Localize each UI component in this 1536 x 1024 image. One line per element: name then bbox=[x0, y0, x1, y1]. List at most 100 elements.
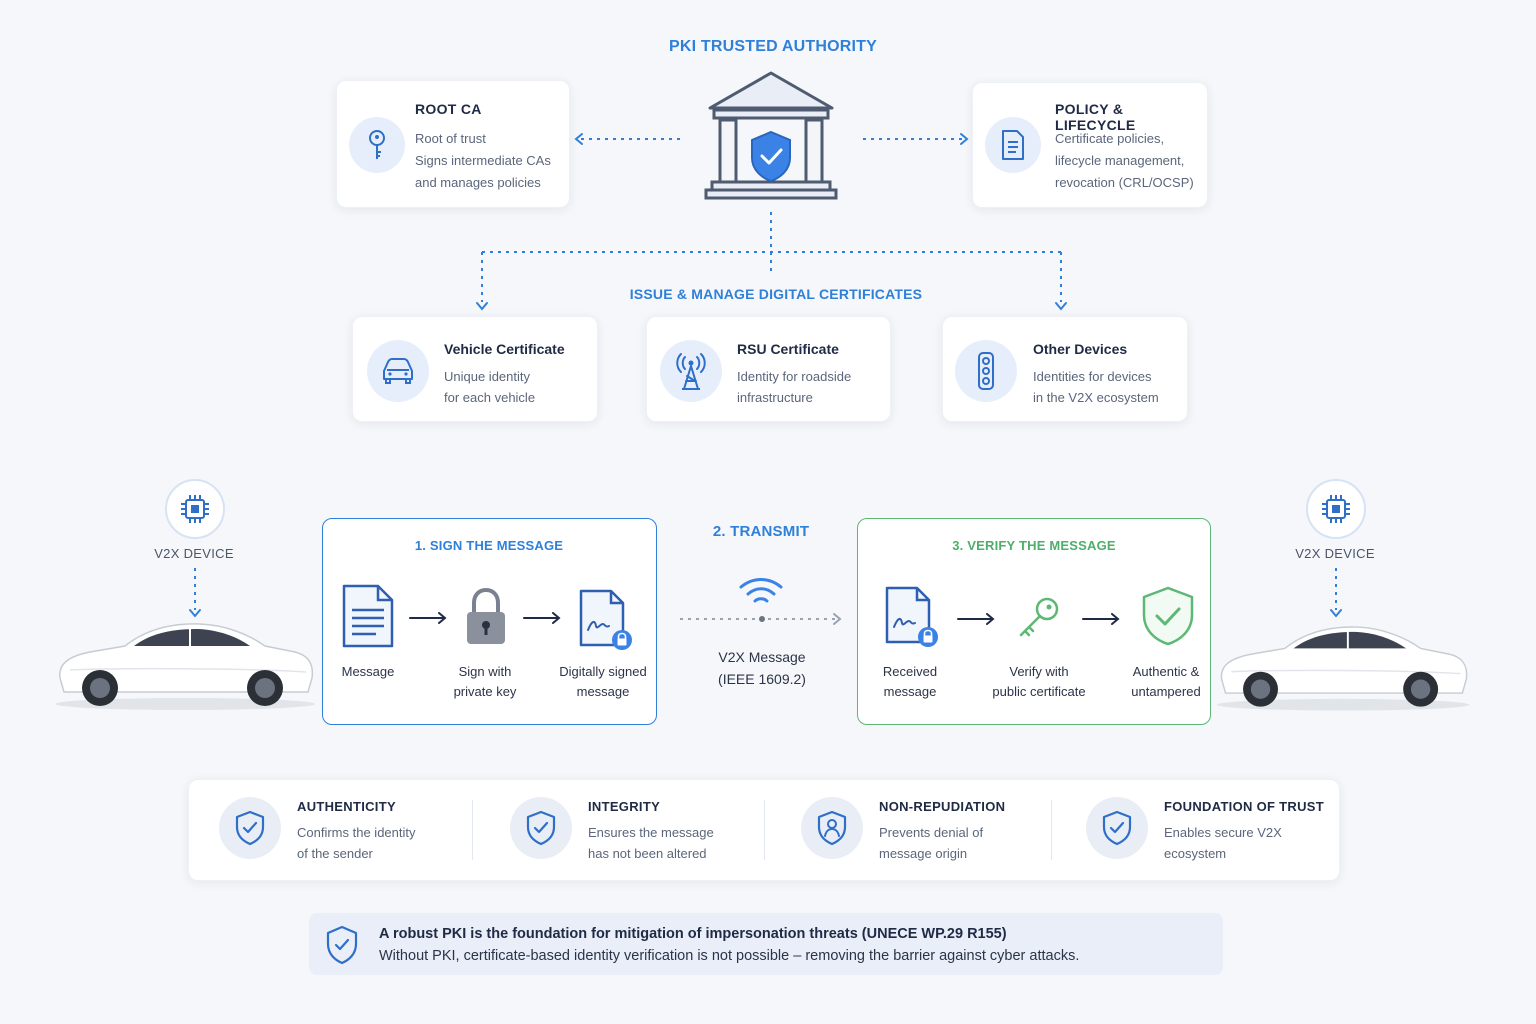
footer-subtext: Without PKI, certificate-based identity … bbox=[379, 948, 1080, 964]
benefit-line: Prevents denial of bbox=[879, 825, 984, 840]
vehicle-certificate-line: for each vehicle bbox=[444, 390, 536, 405]
message-document-icon bbox=[341, 583, 395, 654]
verify-step-line: Authentic & bbox=[1132, 664, 1200, 679]
other-devices-line: Identities for devices bbox=[1033, 369, 1152, 384]
sign-step-line: Sign with bbox=[458, 664, 512, 679]
traffic-light-icon bbox=[955, 340, 1017, 402]
benefit-desc: Ensures the message has not been altered bbox=[588, 822, 714, 864]
other-devices-line: in the V2X ecosystem bbox=[1033, 390, 1159, 405]
wifi-signal-icon bbox=[738, 576, 784, 615]
footer-note: A robust PKI is the foundation for mitig… bbox=[309, 913, 1223, 975]
antenna-tower-icon bbox=[660, 340, 722, 402]
shield-check-icon bbox=[510, 797, 572, 859]
arrow-right-icon bbox=[957, 612, 995, 630]
document-icon bbox=[985, 117, 1041, 173]
car-icon bbox=[367, 340, 429, 402]
root-ca-line: Signs intermediate CAs bbox=[415, 153, 551, 168]
benefit-line: ecosystem bbox=[1164, 846, 1227, 861]
transmit-line: V2X Message bbox=[718, 649, 806, 665]
verify-step-label: Authentic & untampered bbox=[1120, 662, 1212, 702]
policy-line: lifecycle management, bbox=[1055, 153, 1185, 168]
benefit-line: Enables secure V2X bbox=[1164, 825, 1282, 840]
rsu-certificate-line: Identity for roadside bbox=[737, 369, 852, 384]
arrow-right-icon bbox=[409, 611, 447, 629]
chip-icon bbox=[165, 479, 225, 539]
rsu-certificate-desc: Identity for roadside infrastructure bbox=[737, 366, 851, 408]
root-ca-card: ROOT CA Root of trust Signs intermediate… bbox=[336, 80, 570, 208]
key-icon bbox=[349, 117, 405, 173]
divider bbox=[1051, 800, 1052, 860]
root-ca-line: and manages policies bbox=[415, 175, 541, 190]
sign-step-line: private key bbox=[453, 684, 517, 699]
root-ca-title: ROOT CA bbox=[415, 101, 482, 117]
benefit-desc: Prevents denial of message origin bbox=[879, 822, 983, 864]
arrow-right-icon bbox=[1082, 612, 1120, 630]
divider bbox=[764, 800, 765, 860]
shield-check-icon bbox=[219, 797, 281, 859]
benefit-title: FOUNDATION OF TRUST bbox=[1164, 799, 1324, 814]
authority-connectors bbox=[476, 133, 1067, 311]
car-image bbox=[50, 608, 320, 718]
verified-shield-icon bbox=[1141, 585, 1195, 652]
sign-step-label: Digitally signed message bbox=[548, 662, 658, 702]
padlock-icon bbox=[465, 587, 507, 651]
verify-step-line: untampered bbox=[1131, 684, 1201, 699]
green-key-icon bbox=[1016, 595, 1062, 646]
benefit-title: AUTHENTICITY bbox=[297, 799, 396, 814]
benefit-title: NON-REPUDIATION bbox=[879, 799, 1006, 814]
transmit-arrow bbox=[680, 613, 842, 625]
sign-step-label: Message bbox=[333, 662, 403, 682]
car-image bbox=[1212, 610, 1474, 720]
received-document-icon bbox=[884, 585, 940, 654]
transmit-title: 2. TRANSMIT bbox=[712, 523, 810, 540]
policy-line: revocation (CRL/OCSP) bbox=[1055, 175, 1194, 190]
benefit-desc: Confirms the identity of the sender bbox=[297, 822, 416, 864]
policy-title: POLICY & LIFECYCLE bbox=[1055, 101, 1136, 133]
vehicle-certificate-title: Vehicle Certificate bbox=[444, 341, 565, 357]
bank-building-icon bbox=[704, 70, 838, 207]
sign-message-panel: 1. SIGN THE MESSAGE Message bbox=[322, 518, 657, 725]
rsu-certificate-card: RSU Certificate Identity for roadside in… bbox=[646, 316, 891, 422]
benefit-line: message origin bbox=[879, 846, 968, 861]
root-ca-line: Root of trust bbox=[415, 131, 486, 146]
policy-desc: Certificate policies, lifecycle manageme… bbox=[1055, 128, 1194, 194]
device-arrows bbox=[189, 568, 1342, 618]
authority-title: PKI TRUSTED AUTHORITY bbox=[668, 38, 878, 55]
verify-message-panel: 3. VERIFY THE MESSAGE Received message bbox=[857, 518, 1211, 725]
root-ca-desc: Root of trust Signs intermediate CAs and… bbox=[415, 128, 551, 194]
sign-step-label: Sign with private key bbox=[435, 662, 535, 702]
vehicle-certificate-card: Vehicle Certificate Unique identity for … bbox=[352, 316, 598, 422]
vehicle-certificate-line: Unique identity bbox=[444, 369, 530, 384]
verify-message-title: 3. VERIFY THE MESSAGE bbox=[952, 538, 1116, 553]
verify-step-label: Verify with public certificate bbox=[974, 662, 1104, 702]
left-device-label: V2X DEVICE bbox=[154, 546, 234, 561]
rsu-certificate-title: RSU Certificate bbox=[737, 341, 839, 357]
transmit-desc: V2X Message (IEEE 1609.2) bbox=[692, 646, 832, 690]
verify-step-line: public certificate bbox=[992, 684, 1086, 699]
sign-message-title: 1. SIGN THE MESSAGE bbox=[414, 538, 564, 553]
sign-step-line: message bbox=[576, 684, 630, 699]
transmit-line: (IEEE 1609.2) bbox=[718, 671, 806, 687]
benefit-line: Confirms the identity bbox=[297, 825, 416, 840]
footer-headline: A robust PKI is the foundation for mitig… bbox=[379, 926, 1007, 942]
policy-line: Certificate policies, bbox=[1055, 131, 1165, 146]
shield-check-icon bbox=[325, 925, 359, 970]
other-devices-title: Other Devices bbox=[1033, 341, 1128, 357]
benefits-panel: AUTHENTICITY Confirms the identity of th… bbox=[188, 779, 1340, 881]
signed-document-icon bbox=[578, 588, 634, 657]
shield-check-icon bbox=[1086, 797, 1148, 859]
benefit-line: of the sender bbox=[297, 846, 373, 861]
sign-step-line: Message bbox=[341, 664, 395, 679]
benefit-desc: Enables secure V2X ecosystem bbox=[1164, 822, 1282, 864]
benefit-line: Ensures the message bbox=[588, 825, 714, 840]
divider bbox=[472, 800, 473, 860]
chip-icon bbox=[1306, 479, 1366, 539]
benefit-title: INTEGRITY bbox=[588, 799, 661, 814]
benefit-line: has not been altered bbox=[588, 846, 707, 861]
verify-step-line: Verify with bbox=[1009, 664, 1069, 679]
verify-step-line: Received bbox=[882, 664, 938, 679]
other-devices-desc: Identities for devices in the V2X ecosys… bbox=[1033, 366, 1159, 408]
right-device-label: V2X DEVICE bbox=[1295, 546, 1375, 561]
shield-user-icon bbox=[801, 797, 863, 859]
verify-step-line: message bbox=[883, 684, 937, 699]
